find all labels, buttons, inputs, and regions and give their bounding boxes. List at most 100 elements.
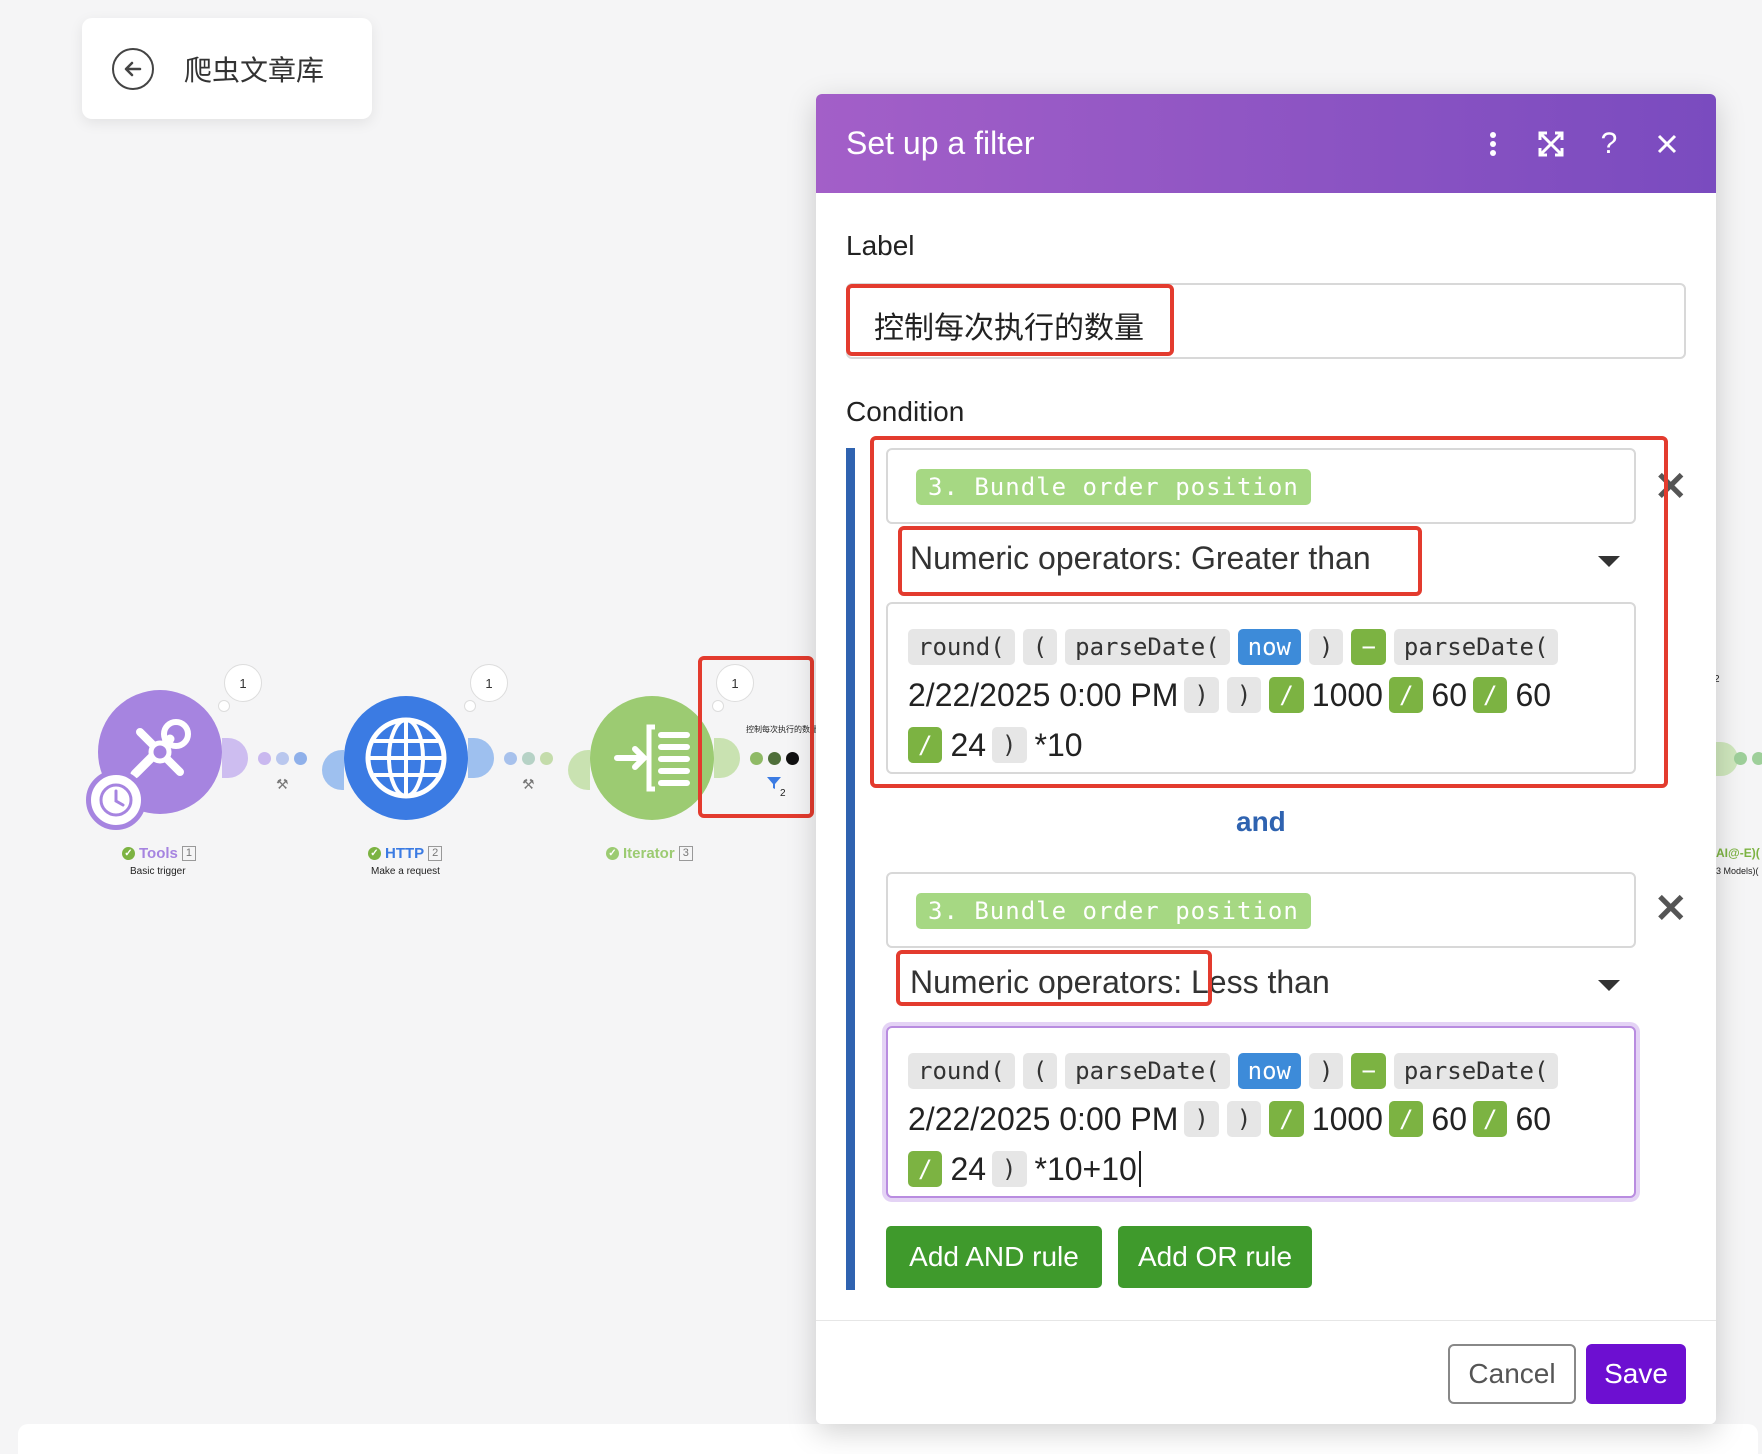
now-token[interactable]: now [1237, 1052, 1302, 1089]
dialog-header: Set up a filter ? [816, 94, 1716, 193]
check-icon: ✓ [368, 847, 381, 860]
operations-bubble: 1 [470, 664, 508, 702]
divide-token[interactable]: / [1269, 676, 1304, 713]
remove-rule-2-icon[interactable]: ✕ [1654, 887, 1688, 931]
paren-token[interactable]: ) [1309, 1052, 1344, 1089]
rule-1-value-input[interactable]: round((parseDate(now)−parseDate( 2/22/20… [886, 602, 1636, 774]
fn-token[interactable]: parseDate( [1065, 628, 1230, 665]
route-dot [540, 752, 553, 765]
minus-token[interactable]: − [1351, 628, 1386, 665]
fn-token[interactable]: round( [908, 1052, 1015, 1089]
route-dot [1734, 752, 1747, 765]
globe-icon [365, 717, 447, 799]
number-text: 1000 [1311, 676, 1383, 713]
paren-token[interactable]: ) [1184, 1100, 1219, 1137]
operations-bubble: 1 [224, 664, 262, 702]
now-token[interactable]: now [1237, 628, 1302, 665]
iterator-module-node[interactable] [590, 696, 714, 820]
chevron-down-icon[interactable] [1598, 556, 1620, 567]
route-dot [522, 752, 535, 765]
save-button[interactable]: Save [1586, 1344, 1686, 1404]
tools-icon [130, 719, 191, 779]
iterator-input-connector [568, 750, 590, 790]
fn-token[interactable]: parseDate( [1393, 628, 1559, 665]
tools-connector[interactable] [222, 738, 248, 778]
paren-token[interactable]: ) [1309, 628, 1344, 665]
filter-icon[interactable] [766, 776, 782, 795]
divide-token[interactable]: / [1473, 1100, 1508, 1137]
bubble-tail [218, 700, 230, 712]
rule-2-operator-select[interactable]: Numeric operators: Less than [910, 964, 1330, 1000]
route-dot [1752, 752, 1762, 765]
bubble-tail [712, 700, 724, 712]
http-subtitle: Make a request [371, 866, 440, 877]
tail-text: *10+10 [1034, 1151, 1141, 1188]
date-text: 2/22/2025 0:00 PM [908, 676, 1179, 713]
paren-token[interactable]: ) [992, 727, 1027, 764]
operations-bubble: 2 [1714, 674, 1720, 685]
paren-token[interactable]: ( [1022, 1052, 1058, 1089]
fn-token[interactable]: round( [908, 628, 1015, 665]
highlight-box [698, 656, 814, 818]
chevron-down-icon[interactable] [1598, 980, 1620, 991]
http-input-connector [322, 750, 344, 790]
tail-text: *10 [1034, 727, 1083, 764]
paren-token[interactable]: ) [1184, 676, 1219, 713]
route-dot [276, 752, 289, 765]
highlight-box [896, 950, 1212, 1006]
highlight-box [870, 436, 1668, 788]
back-button[interactable] [112, 47, 154, 90]
expand-icon[interactable] [1522, 115, 1580, 173]
divide-token[interactable]: / [908, 1151, 943, 1188]
minus-token[interactable]: − [1351, 1052, 1386, 1089]
close-icon[interactable] [1638, 115, 1696, 173]
bubble-tail [464, 700, 476, 712]
filter-setup-dialog: Set up a filter ? Label 控制每次执行的数量 Condit… [816, 94, 1716, 1424]
route-dot [768, 752, 781, 765]
help-icon[interactable]: ? [1600, 126, 1618, 160]
condition-heading: Condition [846, 396, 965, 427]
more-vertical-icon[interactable] [1464, 115, 1522, 173]
bundle-position-token[interactable]: 3. Bundle order position [916, 469, 1311, 505]
route-dot [258, 752, 271, 765]
http-connector[interactable] [468, 738, 494, 778]
fn-token[interactable]: parseDate( [1393, 1052, 1559, 1089]
divide-token[interactable]: / [1388, 1100, 1424, 1137]
number-text: 60 [1515, 676, 1552, 713]
http-module-node[interactable] [344, 696, 468, 820]
filter-count: 2 [780, 788, 786, 799]
rule-1-operator-select[interactable]: Numeric operators: Greater than [910, 540, 1371, 576]
wrench-icon[interactable]: ⚒ [276, 776, 289, 792]
paren-token[interactable]: ( [1022, 628, 1058, 665]
paren-token[interactable]: ) [1226, 676, 1262, 713]
divide-token[interactable]: / [1388, 676, 1424, 713]
rule-2-value-input[interactable]: round((parseDate(now)−parseDate( 2/22/20… [886, 1026, 1636, 1198]
add-or-rule-button[interactable]: Add OR rule [1118, 1226, 1312, 1288]
rule-2-field-input[interactable]: 3. Bundle order position [886, 872, 1636, 948]
paren-token[interactable]: ) [1226, 1100, 1262, 1137]
number-text: 24 [950, 1151, 987, 1188]
bottom-toolbar [18, 1424, 1758, 1454]
divide-token[interactable]: / [1269, 1100, 1304, 1137]
condition-group-rail [846, 448, 855, 1290]
remove-rule-1-icon[interactable]: ✕ [1654, 465, 1688, 509]
bundle-position-token[interactable]: 3. Bundle order position [916, 893, 1311, 929]
cancel-button[interactable]: Cancel [1448, 1344, 1576, 1404]
label-input[interactable]: 控制每次执行的数量 [846, 283, 1686, 359]
conjunction-label: and [1236, 806, 1286, 837]
number-text: 24 [950, 727, 987, 764]
divide-token[interactable]: / [908, 727, 943, 764]
fn-token[interactable]: parseDate( [1065, 1052, 1230, 1089]
partial-node-caption: AI@-E)( [1716, 846, 1760, 860]
clock-trigger-icon [86, 770, 146, 830]
divide-token[interactable]: / [1473, 676, 1508, 713]
scenario-title: 爬虫文章库 [184, 53, 325, 87]
route-dot [786, 752, 799, 765]
route-dot [750, 752, 763, 765]
paren-token[interactable]: ) [992, 1151, 1027, 1188]
add-and-rule-button[interactable]: Add AND rule [886, 1226, 1102, 1288]
arrow-left-icon [124, 61, 142, 76]
rule-1-field-input[interactable]: 3. Bundle order position [886, 448, 1636, 524]
number-text: 60 [1431, 676, 1468, 713]
wrench-icon[interactable]: ⚒ [522, 776, 535, 792]
